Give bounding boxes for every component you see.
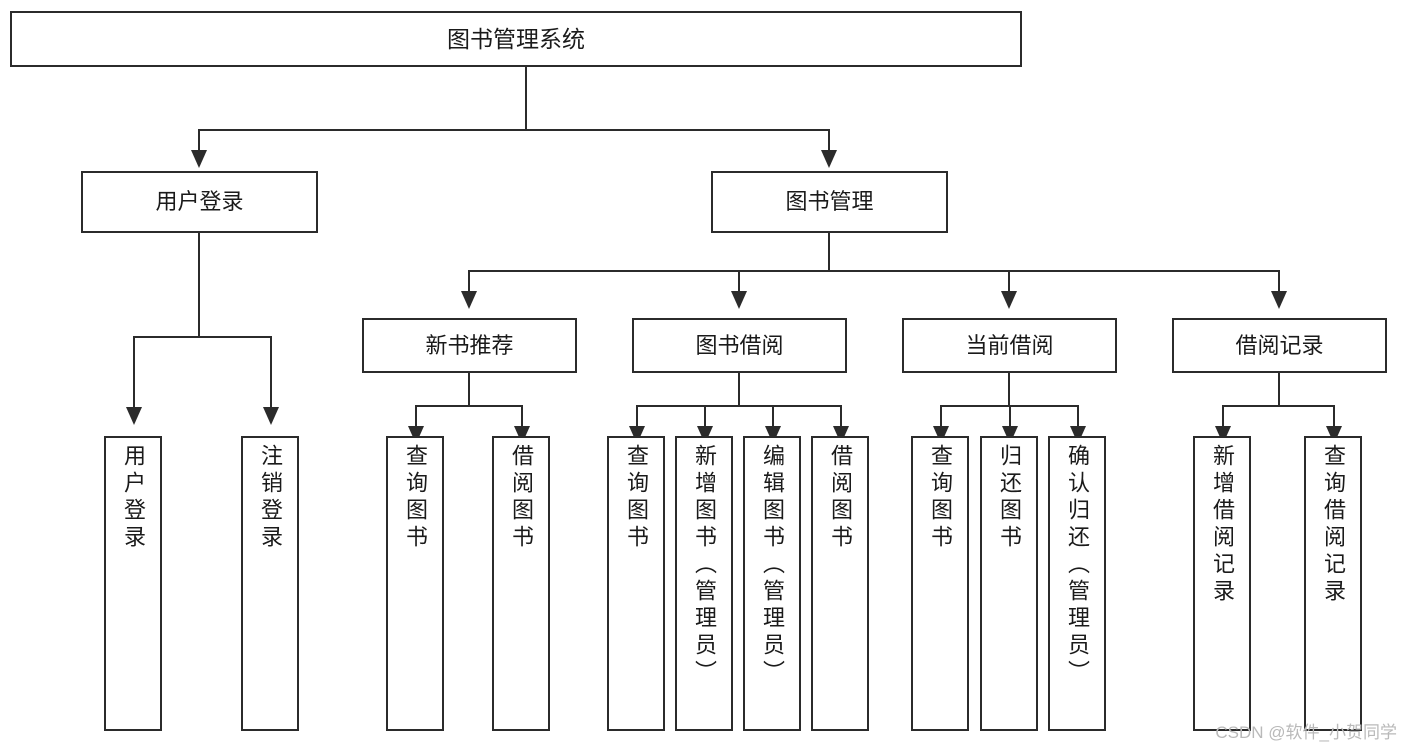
node-root-system[interactable]: 图书管理系统: [10, 11, 1022, 67]
leaf-add-book-admin[interactable]: 新增图书（管理员）: [675, 436, 733, 731]
node-label: 借阅图书: [828, 444, 853, 552]
connector-bookmgmt-drop-4: [1278, 270, 1280, 292]
connector-bookmgmt-drop-3: [1008, 270, 1010, 292]
node-label: 归还图书: [997, 444, 1022, 552]
leaf-user-login[interactable]: 用户登录: [104, 436, 162, 731]
arrowhead-bookmgmt-2: [731, 291, 747, 309]
node-label: 查询图书: [928, 444, 953, 552]
connector-bookborrow-drop-4: [840, 405, 842, 427]
node-label: 注销登录: [258, 444, 283, 552]
node-current-borrow[interactable]: 当前借阅: [902, 318, 1117, 373]
connector-newbook-drop-1: [415, 405, 417, 427]
connector-currentborrow-drop-2: [1009, 405, 1011, 427]
connector-bookborrow-drop-3: [772, 405, 774, 427]
connector-bookborrow-drop-1: [636, 405, 638, 427]
node-label: 用户登录: [121, 444, 146, 552]
connector-userlogin-stem: [198, 233, 200, 337]
connector-borrowrecord-drop-2: [1333, 405, 1335, 427]
connector-newbook-drop-2: [521, 405, 523, 427]
leaf-edit-book-admin[interactable]: 编辑图书（管理员）: [743, 436, 801, 731]
connector-borrowrecord-stem: [1278, 373, 1280, 406]
connector-currentborrow-drop-1: [940, 405, 942, 427]
connector-bookmgmt-stem: [828, 233, 830, 271]
connector-bookborrow-stem: [738, 373, 740, 406]
connector-userlogin-drop-1: [133, 336, 135, 408]
node-label: 图书管理系统: [447, 25, 585, 52]
node-label: 编辑图书（管理员）: [760, 444, 785, 687]
connector-borrowrecord-bus: [1222, 405, 1335, 407]
leaf-borrow-book[interactable]: 借阅图书: [811, 436, 869, 731]
connector-newbook-stem: [468, 373, 470, 406]
connector-borrowrecord-drop-1: [1222, 405, 1224, 427]
node-label: 图书管理: [785, 189, 874, 215]
node-label: 当前借阅: [965, 332, 1054, 358]
leaf-query-book-recommend[interactable]: 查询图书: [386, 436, 444, 731]
node-user-login[interactable]: 用户登录: [81, 171, 318, 233]
node-label: 用户登录: [155, 189, 244, 215]
connector-bookmgmt-bus: [468, 270, 1280, 272]
node-label: 确认归还（管理员）: [1065, 444, 1090, 687]
leaf-query-book-borrow[interactable]: 查询图书: [607, 436, 665, 731]
node-book-management[interactable]: 图书管理: [711, 171, 948, 233]
connector-userlogin-drop-2: [270, 336, 272, 408]
node-label: 新增图书（管理员）: [692, 444, 717, 687]
connector-currentborrow-drop-3: [1077, 405, 1079, 427]
node-label: 查询图书: [624, 444, 649, 552]
arrowhead-bookmgmt-4: [1271, 291, 1287, 309]
arrowhead-userlogin-1: [126, 407, 142, 425]
connector-root-drop-1: [198, 129, 200, 151]
node-borrow-record[interactable]: 借阅记录: [1172, 318, 1387, 373]
connector-currentborrow-stem: [1008, 373, 1010, 406]
arrowhead-userlogin-2: [263, 407, 279, 425]
connector-bookmgmt-drop-2: [738, 270, 740, 292]
leaf-borrow-book-recommend[interactable]: 借阅图书: [492, 436, 550, 731]
node-label: 查询借阅记录: [1321, 444, 1346, 606]
connector-root-stem: [525, 67, 527, 130]
leaf-confirm-return-admin[interactable]: 确认归还（管理员）: [1048, 436, 1106, 731]
connector-userlogin-bus: [133, 336, 270, 338]
node-label: 借阅图书: [509, 444, 534, 552]
node-label: 借阅记录: [1235, 332, 1324, 358]
arrowhead-bookmgmt-1: [461, 291, 477, 309]
leaf-return-book[interactable]: 归还图书: [980, 436, 1038, 731]
node-label: 新书推荐: [425, 332, 514, 358]
arrowhead-root-1: [191, 150, 207, 168]
connector-root-drop-2: [828, 129, 830, 151]
node-label: 图书借阅: [695, 332, 784, 358]
arrowhead-root-2: [821, 150, 837, 168]
node-label: 新增借阅记录: [1210, 444, 1235, 606]
node-label: 查询图书: [403, 444, 428, 552]
connector-bookborrow-drop-2: [704, 405, 706, 427]
arrowhead-bookmgmt-3: [1001, 291, 1017, 309]
connector-newbook-bus: [415, 405, 523, 407]
connector-bookborrow-bus: [636, 405, 842, 407]
leaf-query-borrow-record[interactable]: 查询借阅记录: [1304, 436, 1362, 731]
leaf-logout[interactable]: 注销登录: [241, 436, 299, 731]
leaf-query-book-current[interactable]: 查询图书: [911, 436, 969, 731]
leaf-add-borrow-record[interactable]: 新增借阅记录: [1193, 436, 1251, 731]
connector-bookmgmt-drop-1: [468, 270, 470, 292]
node-book-borrow[interactable]: 图书借阅: [632, 318, 847, 373]
connector-root-bus: [198, 129, 828, 131]
node-new-book-recommend[interactable]: 新书推荐: [362, 318, 577, 373]
